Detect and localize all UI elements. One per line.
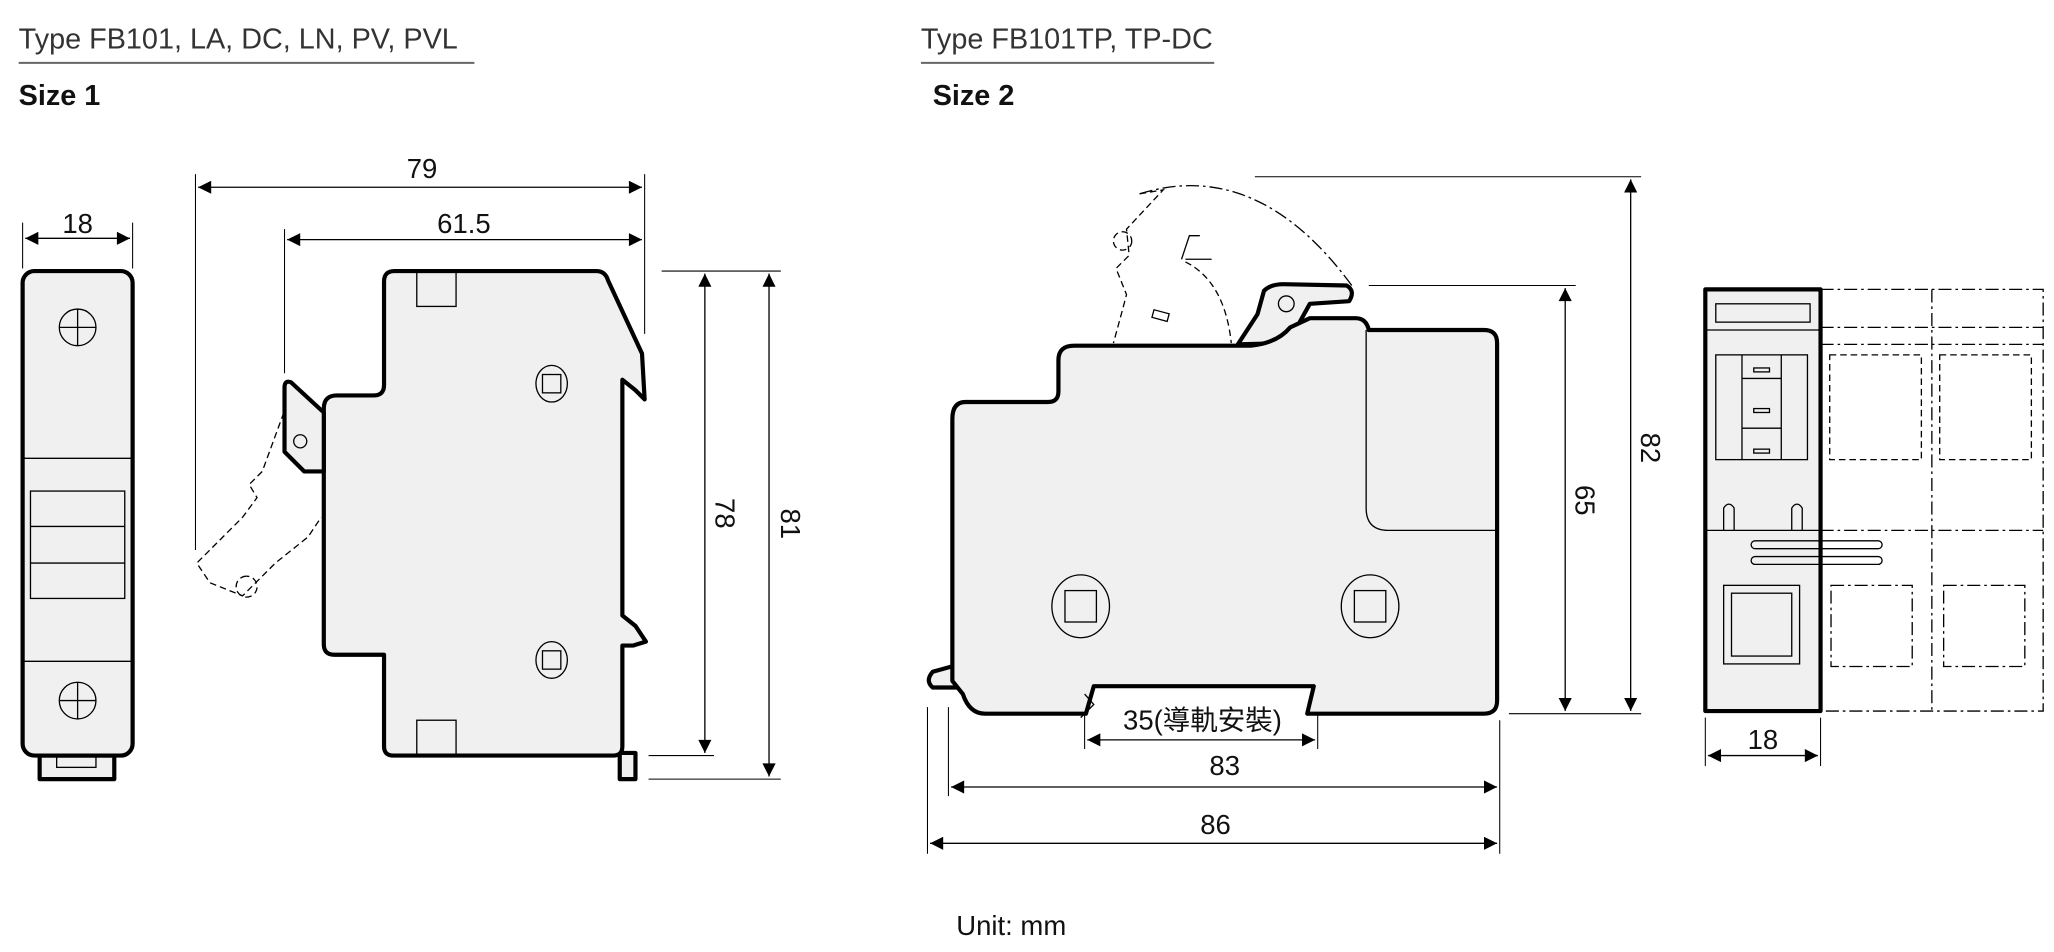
dim-79: 79 xyxy=(194,153,646,550)
type-label-size1: Type FB101, LA, DC, LN, PV, PVL xyxy=(19,23,458,55)
svg-text:82: 82 xyxy=(1635,433,1666,464)
dim-78-81: 78 81 xyxy=(648,270,806,780)
dim-35-83-86: 35(導軌安裝) 83 86 xyxy=(926,704,1501,854)
type-label-size2: Type FB101TP, TP-DC xyxy=(921,23,1213,55)
svg-text:35(導軌安裝): 35(導軌安裝) xyxy=(1123,704,1282,735)
svg-text:18: 18 xyxy=(62,208,93,239)
size-label-1: Size 1 xyxy=(19,80,101,112)
size1-side-view xyxy=(195,268,649,782)
size-label-2: Size 2 xyxy=(933,80,1015,112)
svg-text:61.5: 61.5 xyxy=(437,208,491,239)
dim-18-size1: 18 xyxy=(22,208,134,269)
dim-82-65: 82 65 xyxy=(1254,176,1666,715)
svg-text:86: 86 xyxy=(1200,809,1231,840)
size2-side-view xyxy=(926,185,1500,719)
svg-text:78: 78 xyxy=(709,498,740,529)
dim-18-size2: 18 xyxy=(1704,717,1822,767)
svg-text:83: 83 xyxy=(1209,750,1240,781)
size1-front-view xyxy=(20,268,135,782)
svg-text:79: 79 xyxy=(407,153,438,184)
svg-text:18: 18 xyxy=(1748,724,1779,755)
dim-61-5: 61.5 xyxy=(283,208,643,374)
svg-text:81: 81 xyxy=(775,509,806,540)
unit-label: Unit: mm xyxy=(956,910,1066,941)
size2-front-view xyxy=(1703,287,2044,714)
svg-text:65: 65 xyxy=(1570,485,1601,516)
